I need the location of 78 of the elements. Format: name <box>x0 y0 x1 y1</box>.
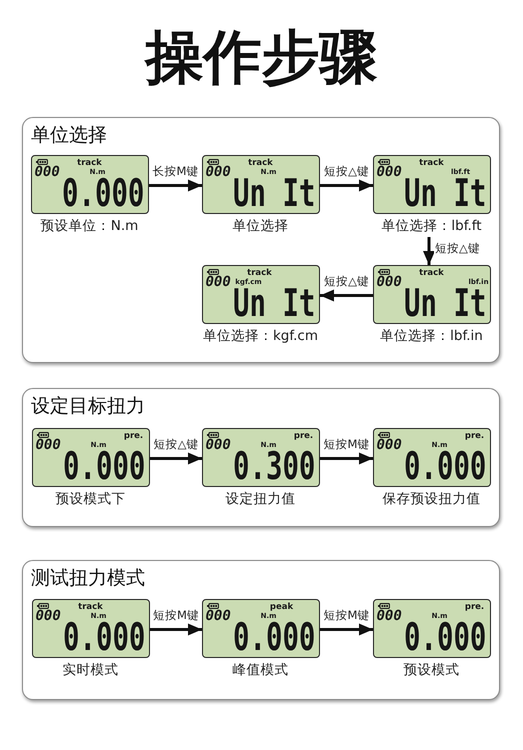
panel-heading: 单位选择 <box>31 124 107 146</box>
counter-digits: 000 <box>376 164 402 180</box>
edge-label: 短按△键 <box>323 274 370 288</box>
screen-caption: 单位选择：lbf.ft <box>381 218 482 234</box>
screen-caption: 单位选择：kgf.cm <box>202 328 318 344</box>
reading-digits: Un It <box>404 284 486 322</box>
panel-card <box>22 388 500 527</box>
counter-digits: 000 <box>206 164 231 180</box>
mode-indicator: track <box>247 268 272 278</box>
lcd-screen <box>202 428 320 486</box>
arrow <box>320 290 373 302</box>
lcd-screen <box>202 154 320 214</box>
counter-digits: 000 <box>206 274 231 290</box>
panel-heading: 设定目标扭力 <box>31 395 145 417</box>
reading-digits: 0.000 <box>404 618 486 656</box>
title: 操作步骤 <box>146 24 378 90</box>
screen-caption: 峰值模式 <box>232 662 288 678</box>
screen-caption: 保存预设扭力值 <box>382 490 480 506</box>
mode-indicator: pre. <box>464 430 484 440</box>
reading-digits: Un It <box>233 174 316 212</box>
reading-digits: 0.000 <box>404 446 486 484</box>
lcd-screen <box>372 264 490 324</box>
counter-digits: 000 <box>376 608 402 624</box>
counter-digits: 000 <box>34 164 60 180</box>
counter-digits: 000 <box>36 608 61 624</box>
reading-digits: Un It <box>404 174 486 212</box>
edge-label: 短按M键 <box>152 608 200 622</box>
arrow <box>150 624 202 636</box>
lcd-screen <box>202 264 320 324</box>
arrow <box>423 237 435 265</box>
mode-indicator: pre. <box>124 430 144 440</box>
edge-label: 长按M键 <box>152 164 200 178</box>
panel-card <box>22 117 500 363</box>
reading-digits: 0.000 <box>63 446 146 484</box>
mode-indicator: peak <box>270 602 294 612</box>
mode-indicator: pre. <box>464 602 484 612</box>
edge-label: 短按△键 <box>434 241 481 255</box>
counter-digits: 000 <box>36 438 61 452</box>
lcd-screen <box>372 598 490 658</box>
panel-heading: 测试扭力模式 <box>31 567 145 589</box>
mode-indicator: track <box>248 158 273 168</box>
mode-indicator: pre. <box>294 430 314 440</box>
reading-digits: Un It <box>233 284 316 322</box>
lcd-screen <box>372 428 490 486</box>
arrow <box>149 180 202 192</box>
mode-indicator: track <box>78 602 103 612</box>
counter-digits: 000 <box>206 438 231 452</box>
lcd-screen <box>372 154 490 214</box>
reading-digits: 0.300 <box>233 446 316 484</box>
screen-caption: 实时模式 <box>62 662 118 678</box>
edge-label: 短按△键 <box>323 164 370 178</box>
arrow <box>320 180 373 192</box>
edge-label: 短按△键 <box>152 436 200 450</box>
screen-caption: 单位选择 <box>232 218 288 234</box>
edge-label: 短按M键 <box>322 436 370 450</box>
mode-indicator: track <box>419 268 444 278</box>
screen-caption: 预设模式 <box>404 662 460 678</box>
arrow <box>320 624 373 636</box>
counter-digits: 000 <box>376 438 402 452</box>
lcd-screen <box>32 428 150 486</box>
reading-digits: 0.000 <box>63 618 146 656</box>
screen-caption: 单位选择：lbf.in <box>380 328 483 344</box>
screen-caption: 预设单位：N.m <box>40 218 138 234</box>
edge-label: 短按M键 <box>322 608 370 622</box>
lcd-screen <box>30 154 148 214</box>
counter-digits: 000 <box>376 274 402 290</box>
mode-indicator: track <box>77 158 102 168</box>
reading-digits: 0.000 <box>233 618 316 656</box>
lcd-screen <box>202 598 320 658</box>
counter-digits: 000 <box>206 608 231 624</box>
arrow <box>320 452 373 464</box>
lcd-screen <box>32 598 150 658</box>
reading-digits: 0.000 <box>62 174 144 212</box>
screen-caption: 设定扭力值 <box>226 490 296 506</box>
arrow <box>150 452 202 464</box>
panel-card <box>22 560 500 700</box>
mode-indicator: track <box>419 158 444 168</box>
screen-caption: 预设模式下 <box>56 490 126 506</box>
